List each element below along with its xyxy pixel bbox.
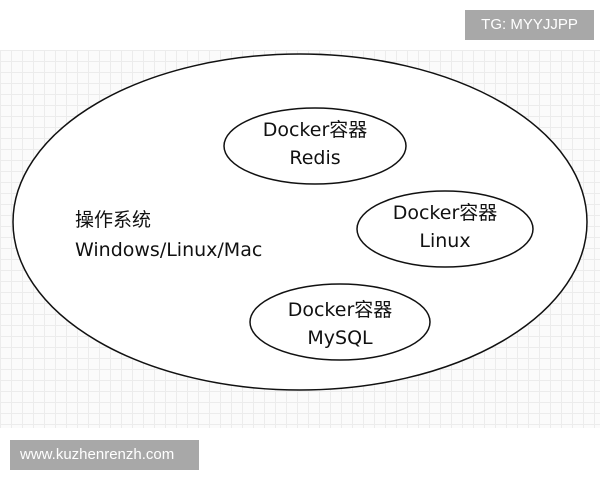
container-redis-name: Redis [289,147,340,169]
os-subtitle: Windows/Linux/Mac [75,239,262,261]
container-redis-ellipse [223,107,407,185]
os-ellipse [12,53,588,391]
container-linux-name: Linux [419,230,470,252]
container-redis-title: Docker容器 [263,119,368,141]
watermark-bottom: www.kuzhenrenzh.com [10,440,199,470]
container-linux-title: Docker容器 [393,202,498,224]
container-mysql-name: MySQL [307,327,373,349]
container-mysql-title: Docker容器 [288,299,393,321]
container-mysql-ellipse [249,283,431,361]
watermark-top: TG: MYYJJPP [465,10,594,40]
os-title: 操作系统 [75,209,151,231]
container-linux-ellipse [356,190,534,268]
